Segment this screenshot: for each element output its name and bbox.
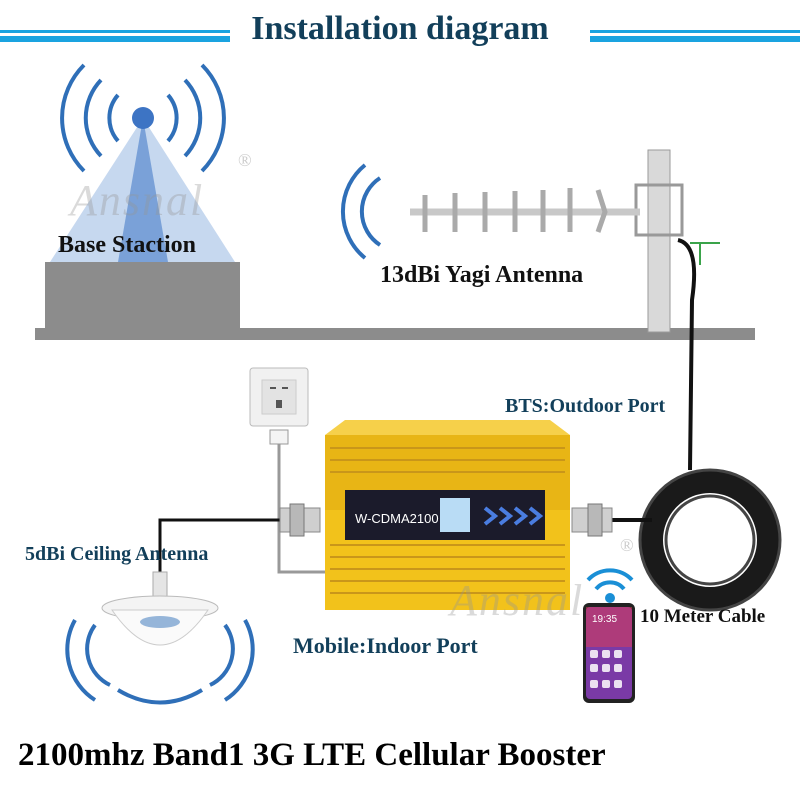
indoor-cable [158, 518, 280, 572]
page-title: Installation diagram [0, 10, 800, 48]
booster-lcd [440, 498, 470, 532]
outdoor-cable [677, 238, 697, 471]
watermark: Ansnal [450, 576, 585, 625]
power-cord [277, 444, 345, 574]
phone-time: 19:35 [592, 614, 618, 625]
yagi-antenna [410, 188, 640, 233]
mobile-phone [583, 603, 635, 703]
title-bar-left [0, 30, 230, 42]
registered-mark: ® [238, 150, 252, 170]
booster-model: W-CDMA2100 [355, 511, 439, 526]
watermark: Ansnal [70, 176, 205, 225]
title-bar-right [590, 30, 800, 42]
cable-label: 10 Meter Cable [640, 606, 766, 627]
tower-signal-waves [60, 63, 226, 173]
ceiling-signal-waves [65, 619, 255, 705]
signal-booster [325, 420, 570, 610]
tower-top [132, 107, 154, 129]
wifi-icon [586, 568, 634, 603]
ground-line [35, 328, 755, 340]
footer-caption: 2100mhz Band1 3G LTE Cellular Booster [18, 737, 606, 773]
cable-coil [638, 468, 782, 612]
base-station-building [45, 262, 240, 330]
antenna-pole [647, 149, 671, 333]
bts-port-label: BTS:Outdoor Port [505, 395, 666, 417]
mobile-port-label: Mobile:Indoor Port [293, 633, 478, 658]
registered-mark: ® [620, 535, 634, 555]
yagi-antenna-label: 13dBi Yagi Antenna [380, 262, 584, 288]
yagi-signal-waves [340, 163, 382, 260]
ceiling-antenna-label: 5dBi Ceiling Antenna [25, 543, 209, 565]
ceiling-antenna [101, 571, 219, 646]
base-station-label: Base Staction [58, 232, 196, 258]
